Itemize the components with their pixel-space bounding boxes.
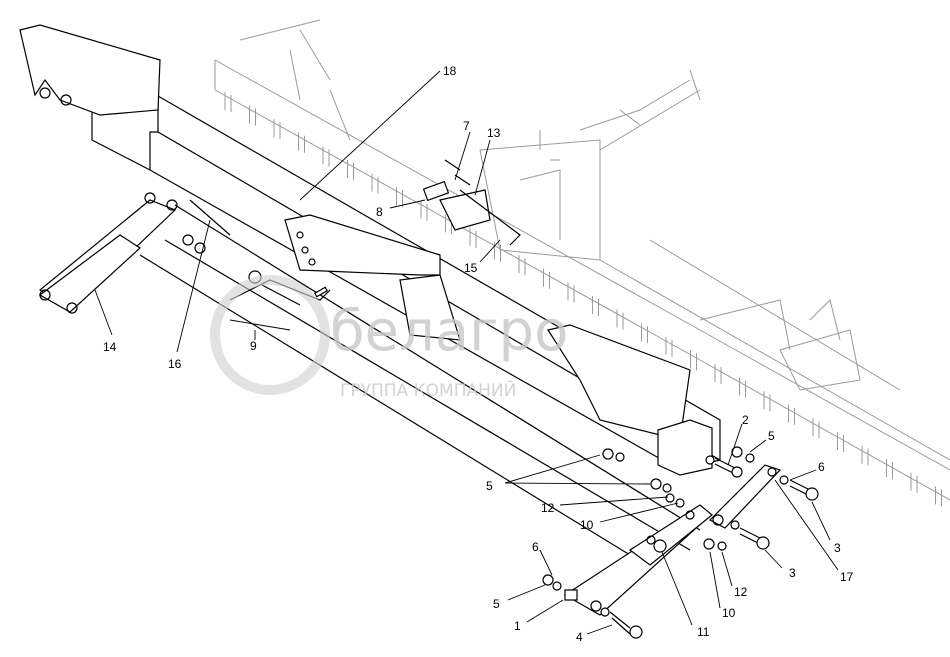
harrow-tooth	[788, 404, 795, 425]
harrow-tooth	[714, 364, 722, 384]
callout-6: 6	[532, 540, 539, 554]
callout-6: 6	[818, 460, 825, 474]
callout-8: 8	[376, 205, 383, 219]
leader-lines	[94, 70, 839, 635]
link-14	[38, 192, 206, 314]
harrow-tooth	[910, 472, 918, 493]
harrow-tooth	[396, 187, 403, 208]
harrow-tooth	[469, 228, 477, 248]
svg-text:ГРУППА КОМПАНИЙ: ГРУППА КОМПАНИЙ	[340, 379, 516, 401]
harrow-tooth	[665, 336, 673, 357]
callout-11: 11	[697, 625, 710, 639]
harrow-tooth	[273, 119, 281, 140]
callout-18: 18	[443, 64, 457, 78]
callout-3: 3	[789, 566, 796, 580]
callout-17: 17	[840, 570, 854, 584]
harrow-tooth	[690, 350, 697, 371]
harrow-tooth	[567, 282, 575, 303]
harrow-tooth	[347, 160, 354, 180]
callout-2: 2	[742, 413, 749, 427]
callout-9: 9	[250, 339, 257, 353]
harrow-tooth	[249, 105, 256, 126]
harrow-tooth	[739, 377, 746, 398]
callout-5: 5	[486, 479, 493, 493]
callout-10: 10	[580, 518, 594, 532]
callout-7: 7	[463, 119, 470, 133]
bracket-18	[284, 159, 521, 276]
harrow-tooth	[543, 268, 550, 289]
callout-13: 13	[487, 126, 501, 140]
callout-10: 10	[722, 606, 736, 620]
harrow-tooth	[371, 173, 379, 194]
callout-12: 12	[541, 501, 555, 515]
watermark: белагро ГРУППА КОМПАНИЙ	[210, 275, 568, 401]
callout-12: 12	[734, 585, 748, 599]
harrow-tooth	[763, 391, 771, 412]
harrow-tooth	[641, 323, 648, 344]
callout-labels: 18 7 13 8 15 14 16 9 2 5 6 3 17 5 12 10 …	[103, 64, 854, 644]
callout-14: 14	[103, 340, 117, 354]
harrow-tooth	[420, 200, 428, 221]
harrow-tooth	[592, 296, 599, 316]
callout-5: 5	[493, 597, 500, 611]
harrow-tooth	[935, 486, 942, 507]
harrow-tooth	[224, 92, 232, 112]
harrow-tooth	[298, 132, 305, 153]
harrow-tooth	[886, 459, 893, 480]
callout-4: 4	[576, 630, 583, 644]
callout-16: 16	[168, 357, 182, 371]
harrow-frame-background	[214, 19, 950, 507]
svg-text:белагро: белагро	[330, 299, 568, 364]
harrow-tooth	[616, 309, 624, 330]
callout-15: 15	[464, 261, 478, 275]
callout-1: 1	[514, 619, 521, 633]
callout-5: 5	[768, 429, 775, 443]
harrow-tooth	[518, 255, 526, 276]
harrow-tooth	[861, 445, 869, 466]
harrow-tooth	[812, 418, 820, 439]
harrow-tooth	[837, 432, 844, 452]
harrow-tooth	[322, 146, 330, 167]
main-beam	[19, 24, 721, 476]
callout-3: 3	[834, 541, 841, 555]
harrow-tooth	[494, 241, 501, 262]
hardware-lower-right	[542, 446, 819, 639]
